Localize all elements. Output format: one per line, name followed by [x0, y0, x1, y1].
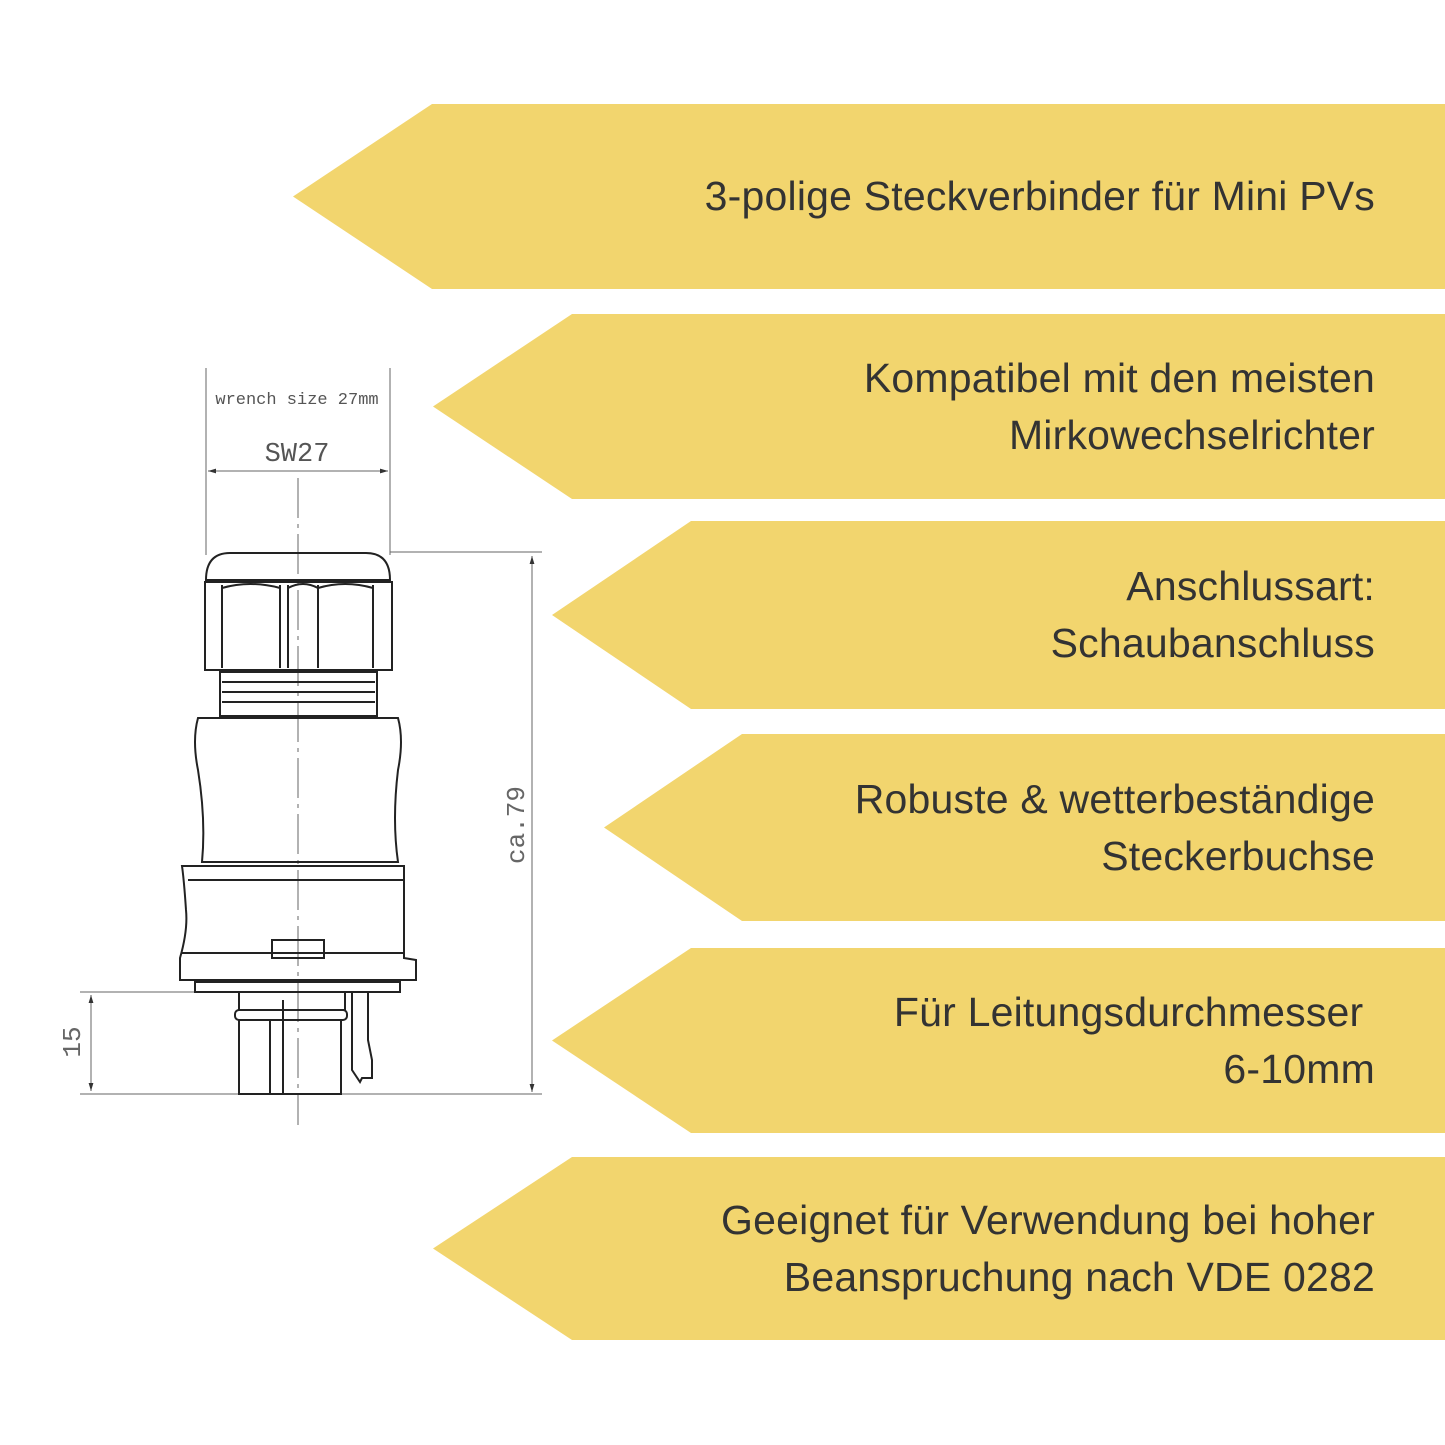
feature-banner-4: Robuste & wetterbeständige Steckerbuchse — [604, 734, 1445, 921]
feature-banner-3: Anschlussart: Schaubanschluss — [552, 521, 1445, 709]
banner-text: Für Leitungsdurchmesser — [893, 988, 1375, 1035]
connector-outline — [179, 552, 417, 1095]
feature-banner-2: Kompatibel mit den meisten Mirkowechselr… — [433, 314, 1445, 499]
banner-text: Beanspruchung nach VDE 0282 — [783, 1253, 1375, 1300]
pin-length-label: 15 — [58, 1026, 88, 1057]
feature-banner-6: Geeignet für Verwendung bei hoher Beansp… — [433, 1157, 1445, 1340]
banner-text: Kompatibel mit den meisten — [863, 354, 1375, 401]
height-label: ca.79 — [502, 786, 532, 864]
banner-text: Anschlussart: — [1126, 563, 1375, 609]
wrench-size-label: wrench size 27mm — [215, 391, 378, 410]
dimension-lines — [80, 368, 542, 1125]
banner-text: Mirkowechselrichter — [1008, 411, 1375, 458]
banner-text: 6-10mm — [1223, 1045, 1375, 1092]
banner-text: Schaubanschluss — [1050, 620, 1375, 666]
banner-text: Geeignet für Verwendung bei hoher — [721, 1196, 1375, 1243]
banner-text: Steckerbuchse — [1101, 832, 1375, 879]
feature-banner-5: Für Leitungsdurchmesser 6-10mm — [552, 948, 1445, 1133]
banner-text: Robuste & wetterbeständige — [854, 775, 1375, 822]
feature-banner-1: 3-polige Steckverbinder für Mini PVs — [293, 104, 1445, 289]
banner-text: 3-polige Steckverbinder für Mini PVs — [704, 173, 1375, 219]
sw-label: SW27 — [265, 440, 330, 470]
